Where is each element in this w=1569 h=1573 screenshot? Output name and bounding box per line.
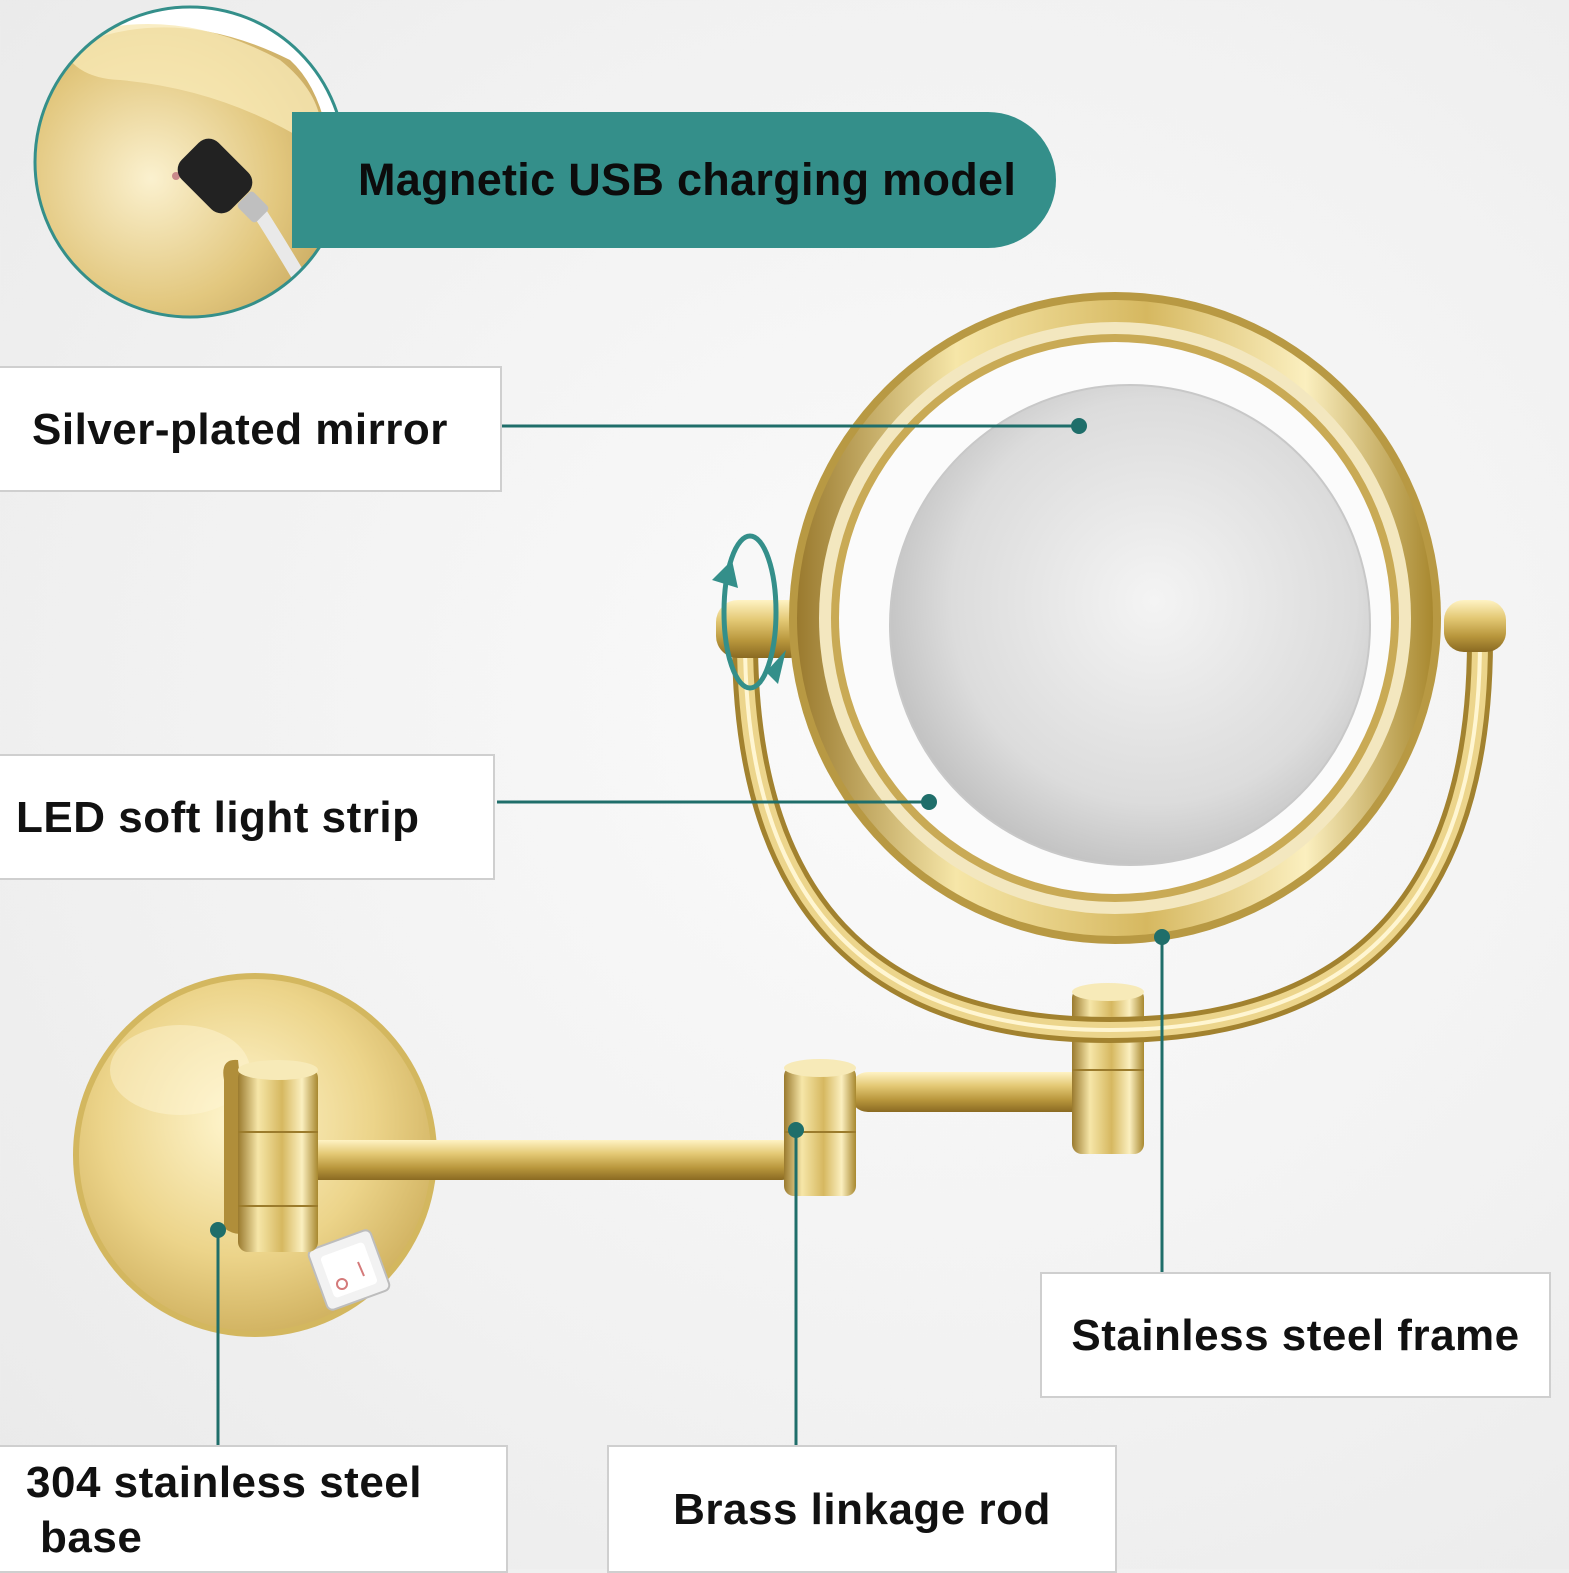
label-silver-plated-mirror: Silver-plated mirror [0,366,502,492]
label-stainless-steel-frame-text: Stainless steel frame [1071,1310,1520,1360]
usb-charging-banner-text: Magnetic USB charging model [358,154,1017,205]
label-led-soft-light-strip: LED soft light strip [0,754,495,880]
label-brass-linkage-rod: Brass linkage rod [607,1445,1117,1573]
mirror-head [789,292,1441,944]
leader-lines [210,418,1170,1445]
silver-mirror-glass [889,384,1371,866]
label-silver-plated-mirror-text: Silver-plated mirror [32,404,448,454]
label-stainless-steel-base: 304 stainless steel base [0,1445,508,1573]
wall-base-plate [73,973,437,1337]
label-brass-linkage-rod-text: Brass linkage rod [673,1484,1051,1534]
label-base-line2: base [40,1513,143,1562]
rotate-arrows-icon [712,533,786,691]
mirror-yoke [716,600,1506,1044]
usb-charging-banner: Magnetic USB charging model [292,112,1056,248]
power-switch-icon [307,1229,391,1311]
label-stainless-steel-frame: Stainless steel frame [1040,1272,1551,1398]
label-base-line1: 304 stainless steel [26,1458,422,1507]
usb-port-inset [33,5,347,319]
label-led-soft-light-strip-text: LED soft light strip [16,792,420,842]
